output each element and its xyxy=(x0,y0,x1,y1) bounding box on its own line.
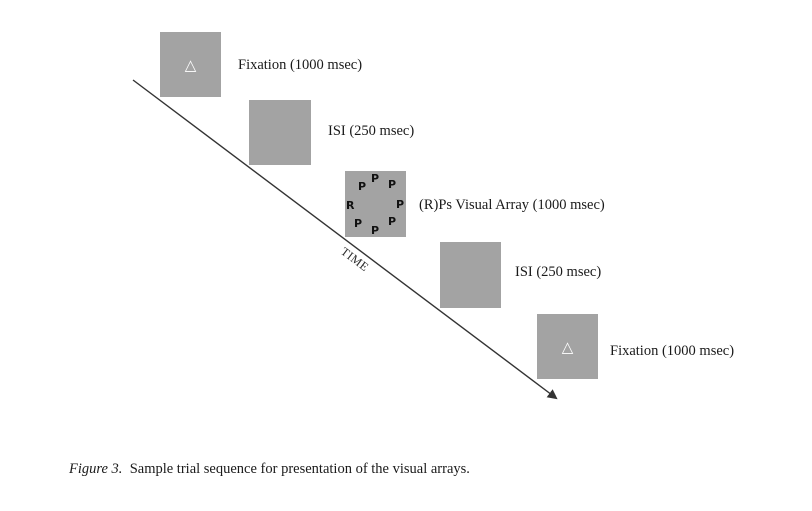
isi-frame-1 xyxy=(249,100,311,165)
array-letter: P xyxy=(371,224,379,237)
frame-label-isi-1: ISI (250 msec) xyxy=(328,123,414,139)
visual-array-letters: P P P P P P P R xyxy=(346,172,404,237)
fixation-frame-1 xyxy=(160,32,221,97)
time-label: TIME xyxy=(338,244,371,274)
array-letter: R xyxy=(346,199,355,212)
array-letter: P xyxy=(396,198,404,211)
array-letter: P xyxy=(388,178,396,191)
fixation-triangle-icon: △ xyxy=(185,56,197,74)
fixation-triangle-icon: △ xyxy=(562,338,574,356)
frame-label-visual-array: (R)Ps Visual Array (1000 msec) xyxy=(419,197,605,213)
frame-label-isi-2: ISI (250 msec) xyxy=(515,264,601,280)
frame-label-fixation-2: Fixation (1000 msec) xyxy=(610,343,734,359)
array-letter: P xyxy=(354,217,362,230)
frame-label-fixation-1: Fixation (1000 msec) xyxy=(238,57,362,73)
visual-array-frame xyxy=(345,171,406,237)
time-arrow xyxy=(132,79,558,400)
figure-number: Figure 3. xyxy=(69,461,123,477)
array-letter: P xyxy=(388,215,396,228)
figure-caption: Figure 3. Sample trial sequence for pres… xyxy=(69,461,470,478)
array-letter: P xyxy=(371,172,379,185)
array-letter: P xyxy=(358,180,366,193)
fixation-frame-2 xyxy=(537,314,598,379)
isi-frame-2 xyxy=(440,242,501,308)
caption-text: Sample trial sequence for presentation o… xyxy=(129,461,470,477)
